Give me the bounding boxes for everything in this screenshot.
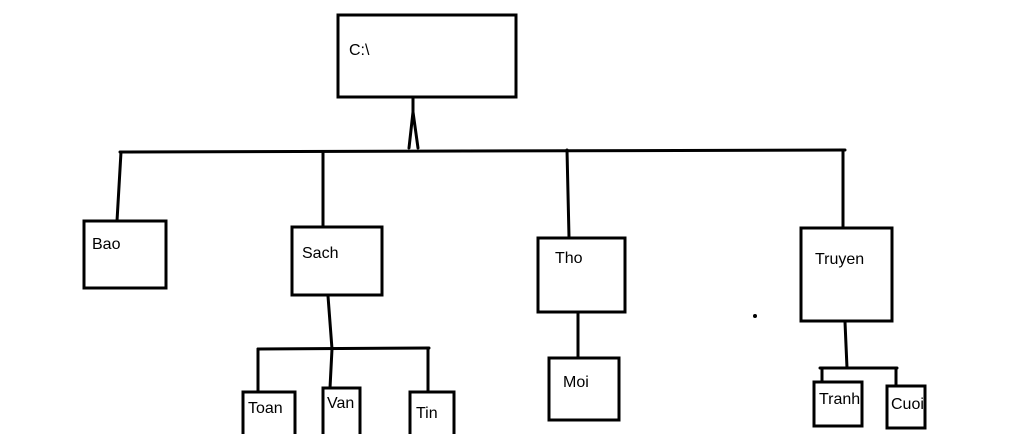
node-moi-label: Moi xyxy=(563,374,589,391)
edge-sach-stem xyxy=(326,294,334,351)
node-tin: Tin xyxy=(408,390,456,434)
node-bao: Bao xyxy=(82,219,168,290)
node-cuoi: Cuoi xyxy=(885,384,927,430)
node-bao-label: Bao xyxy=(92,236,121,253)
edges xyxy=(115,95,899,394)
edge-root-stem xyxy=(407,95,420,150)
node-cuoi-label: Cuoi xyxy=(891,396,924,413)
edge-to-van xyxy=(328,347,334,390)
edge-truyen-stem xyxy=(843,320,849,370)
node-truyen-label: Truyen xyxy=(815,251,864,268)
node-sach: Sach xyxy=(290,225,384,297)
node-truyen: Truyen xyxy=(799,226,894,323)
node-tranh: Tranh xyxy=(812,380,864,428)
node-tho: Tho xyxy=(536,236,627,314)
node-van-label: Van xyxy=(327,395,354,412)
stray-dot xyxy=(753,314,757,318)
edge-to-bao xyxy=(115,150,123,223)
edge-to-tho xyxy=(565,148,571,239)
edge-sach-bus xyxy=(256,346,431,351)
node-tranh-label: Tranh xyxy=(819,391,860,408)
node-root-label: C:\ xyxy=(349,42,370,59)
node-root: C:\ xyxy=(336,13,518,99)
node-toan: Toan xyxy=(241,390,297,434)
node-van: Van xyxy=(321,386,362,434)
node-sach-label: Sach xyxy=(302,245,338,262)
node-tho-label: Tho xyxy=(555,250,583,267)
node-toan-label: Toan xyxy=(248,400,283,417)
node-tin-label: Tin xyxy=(416,405,438,422)
edge-main-bus xyxy=(118,148,847,154)
node-moi: Moi xyxy=(547,356,621,422)
